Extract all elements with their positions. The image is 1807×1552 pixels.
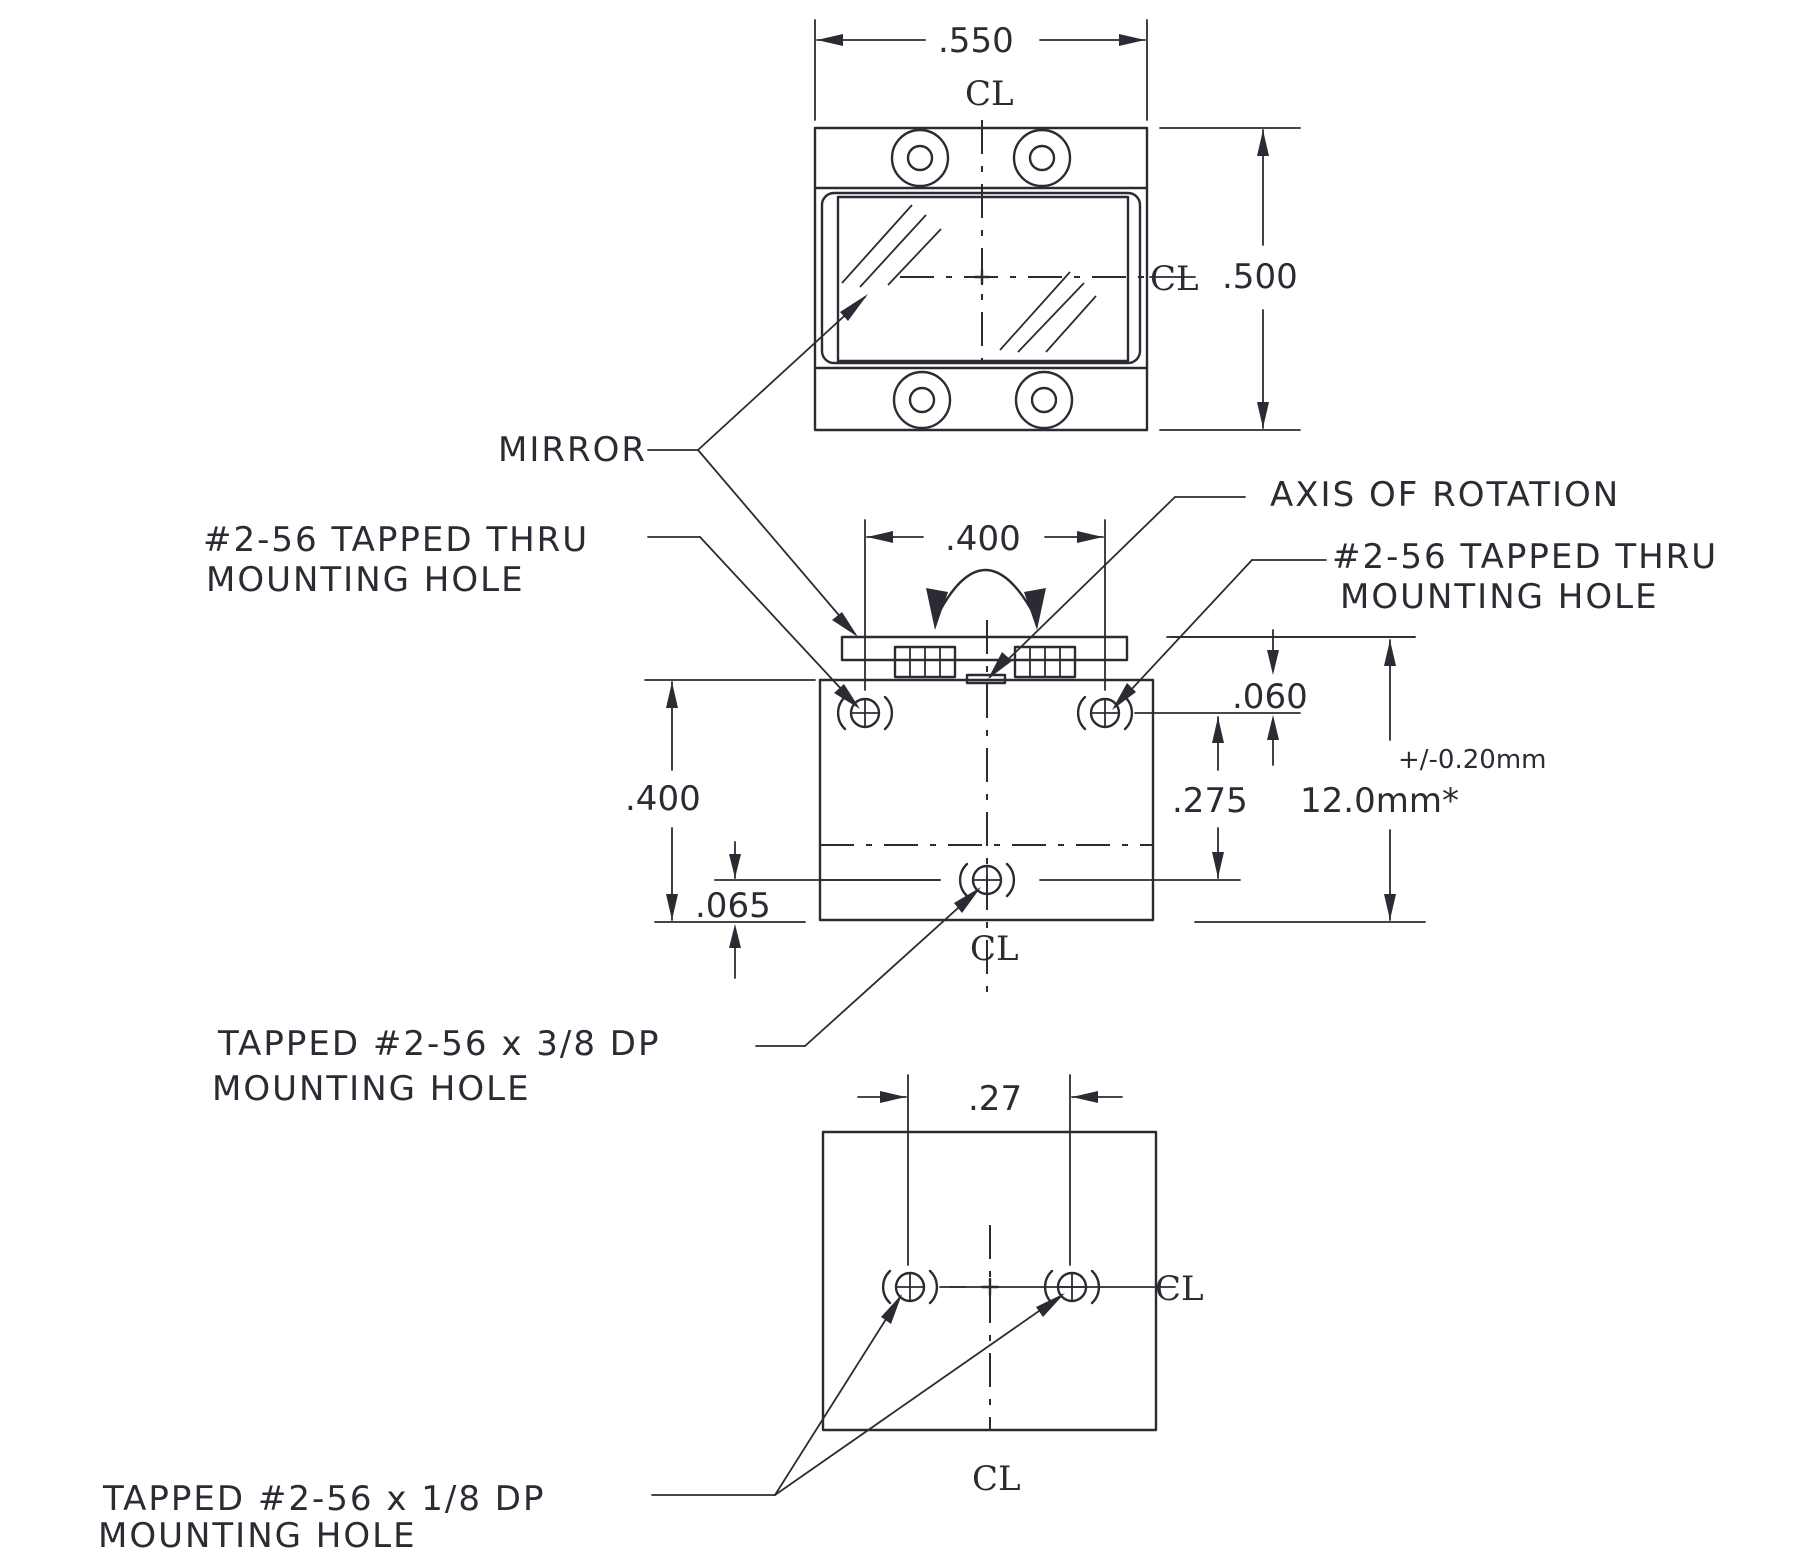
- mirror-hatch: [1045, 295, 1097, 353]
- dim-overall-tolerance: +/-0.20mm: [1398, 745, 1546, 775]
- label-tapped-thru-right-line2: MOUNTING HOLE: [1340, 577, 1659, 617]
- mirror-hatch: [1017, 282, 1085, 353]
- tapped-thru-hole-left: [836, 695, 894, 731]
- label-axis-of-rotation: AXIS OF ROTATION: [1270, 475, 1620, 515]
- screw-head: [890, 128, 950, 188]
- label-tapped-thru-right-line1: #2-56 TAPPED THRU: [1332, 537, 1718, 577]
- dimension-arrow: [1077, 531, 1103, 543]
- dimension-arrow: [880, 1091, 906, 1103]
- dim-top-height: .500: [1222, 257, 1298, 297]
- rotation-arrow: [926, 588, 948, 630]
- leader-arrow: [834, 684, 860, 709]
- dimension-arrow: [1212, 717, 1224, 743]
- leader-arrow: [988, 652, 1012, 679]
- dimension-arrow: [1212, 852, 1224, 878]
- dim-bottom-hole-spacing: .27: [968, 1079, 1022, 1119]
- label-tapped-38-line1: TAPPED #2-56 x 3/8 DP: [217, 1024, 660, 1064]
- dim-mid-hole-height: .275: [1172, 781, 1248, 821]
- tapped-18-hole-left: [881, 1269, 939, 1305]
- dimension-arrow: [867, 531, 893, 543]
- dim-mid-bottom-offset: .065: [695, 886, 771, 926]
- leader-line: [989, 496, 1176, 678]
- leader-line: [699, 536, 858, 707]
- rotation-arrow: [1024, 588, 1046, 630]
- label-mirror: MIRROR: [498, 430, 647, 470]
- leader-line: [697, 296, 866, 451]
- mirror-hatch: [859, 214, 927, 288]
- label-tapped-38-line2: MOUNTING HOLE: [212, 1069, 531, 1109]
- leader-arrow: [881, 1294, 902, 1324]
- centerline-symbol: CL: [972, 1459, 1021, 1499]
- leader-arrow: [840, 294, 868, 321]
- label-tapped-thru-left-line1: #2-56 TAPPED THRU: [203, 520, 589, 560]
- bottom-view: CL CL .27: [821, 1074, 1204, 1499]
- centerline-symbol: CL: [1150, 259, 1199, 299]
- dimension-arrow: [1072, 1091, 1098, 1103]
- dim-mid-hole-spacing: .400: [945, 519, 1021, 559]
- dim-top-width: .550: [938, 21, 1014, 61]
- dimension-arrow: [729, 924, 741, 948]
- leader-line: [774, 1294, 1063, 1496]
- tapped-thru-hole-right: [1076, 695, 1134, 731]
- dimension-arrow: [1119, 34, 1145, 46]
- screw-head: [1014, 370, 1074, 430]
- dimension-arrow: [1267, 650, 1279, 675]
- rotation-arc: [933, 568, 1039, 622]
- leader-line: [697, 449, 856, 635]
- mirror-hatch: [887, 228, 942, 286]
- mirror-hatch: [999, 271, 1071, 351]
- screw-head: [892, 370, 952, 430]
- screw-head: [1012, 128, 1072, 188]
- label-tapped-18-line1: TAPPED #2-56 x 1/8 DP: [102, 1479, 545, 1519]
- leader-line: [804, 889, 979, 1047]
- centerline-symbol: CL: [1155, 1269, 1204, 1309]
- dim-overall-height: 12.0mm*: [1300, 781, 1459, 821]
- dimension-arrow: [1257, 130, 1269, 156]
- label-tapped-18-line2: MOUNTING HOLE: [98, 1516, 417, 1552]
- leader-arrow: [832, 612, 858, 637]
- tapped-18-hole-right: [1043, 1269, 1101, 1305]
- dimension-arrow: [1267, 715, 1279, 740]
- dimension-arrow: [1257, 402, 1269, 428]
- leader-arrow: [954, 887, 981, 913]
- side-view: CL .400 .400 .065 .060: [625, 519, 1546, 1000]
- tapped-38-hole: [958, 862, 1016, 898]
- dimension-arrow: [666, 682, 678, 708]
- dimension-arrow: [1384, 640, 1396, 666]
- leader-arrow: [1036, 1293, 1065, 1317]
- mirror-plate: [840, 635, 1129, 662]
- centerline-symbol: CL: [970, 929, 1019, 969]
- centerline-symbol: CL: [965, 74, 1014, 114]
- mirror-hatch: [841, 204, 913, 284]
- dimension-arrow: [817, 34, 843, 46]
- top-view: CL CL .550 .500: [813, 19, 1301, 432]
- leader-line: [774, 1296, 901, 1496]
- leader-arrow: [1112, 683, 1136, 710]
- label-tapped-thru-left-line2: MOUNTING HOLE: [206, 560, 525, 600]
- leader-line: [1114, 559, 1253, 708]
- side-view-body: [818, 678, 1155, 922]
- dimension-arrow: [1384, 894, 1396, 920]
- annotations: MIRROR AXIS OF ROTATION #2-56 TAPPED THR…: [98, 294, 1718, 1552]
- dimension-arrow: [666, 894, 678, 920]
- dim-mid-offset-top: .060: [1232, 677, 1308, 717]
- dim-mid-height: .400: [625, 779, 701, 819]
- dimension-arrow: [729, 854, 741, 878]
